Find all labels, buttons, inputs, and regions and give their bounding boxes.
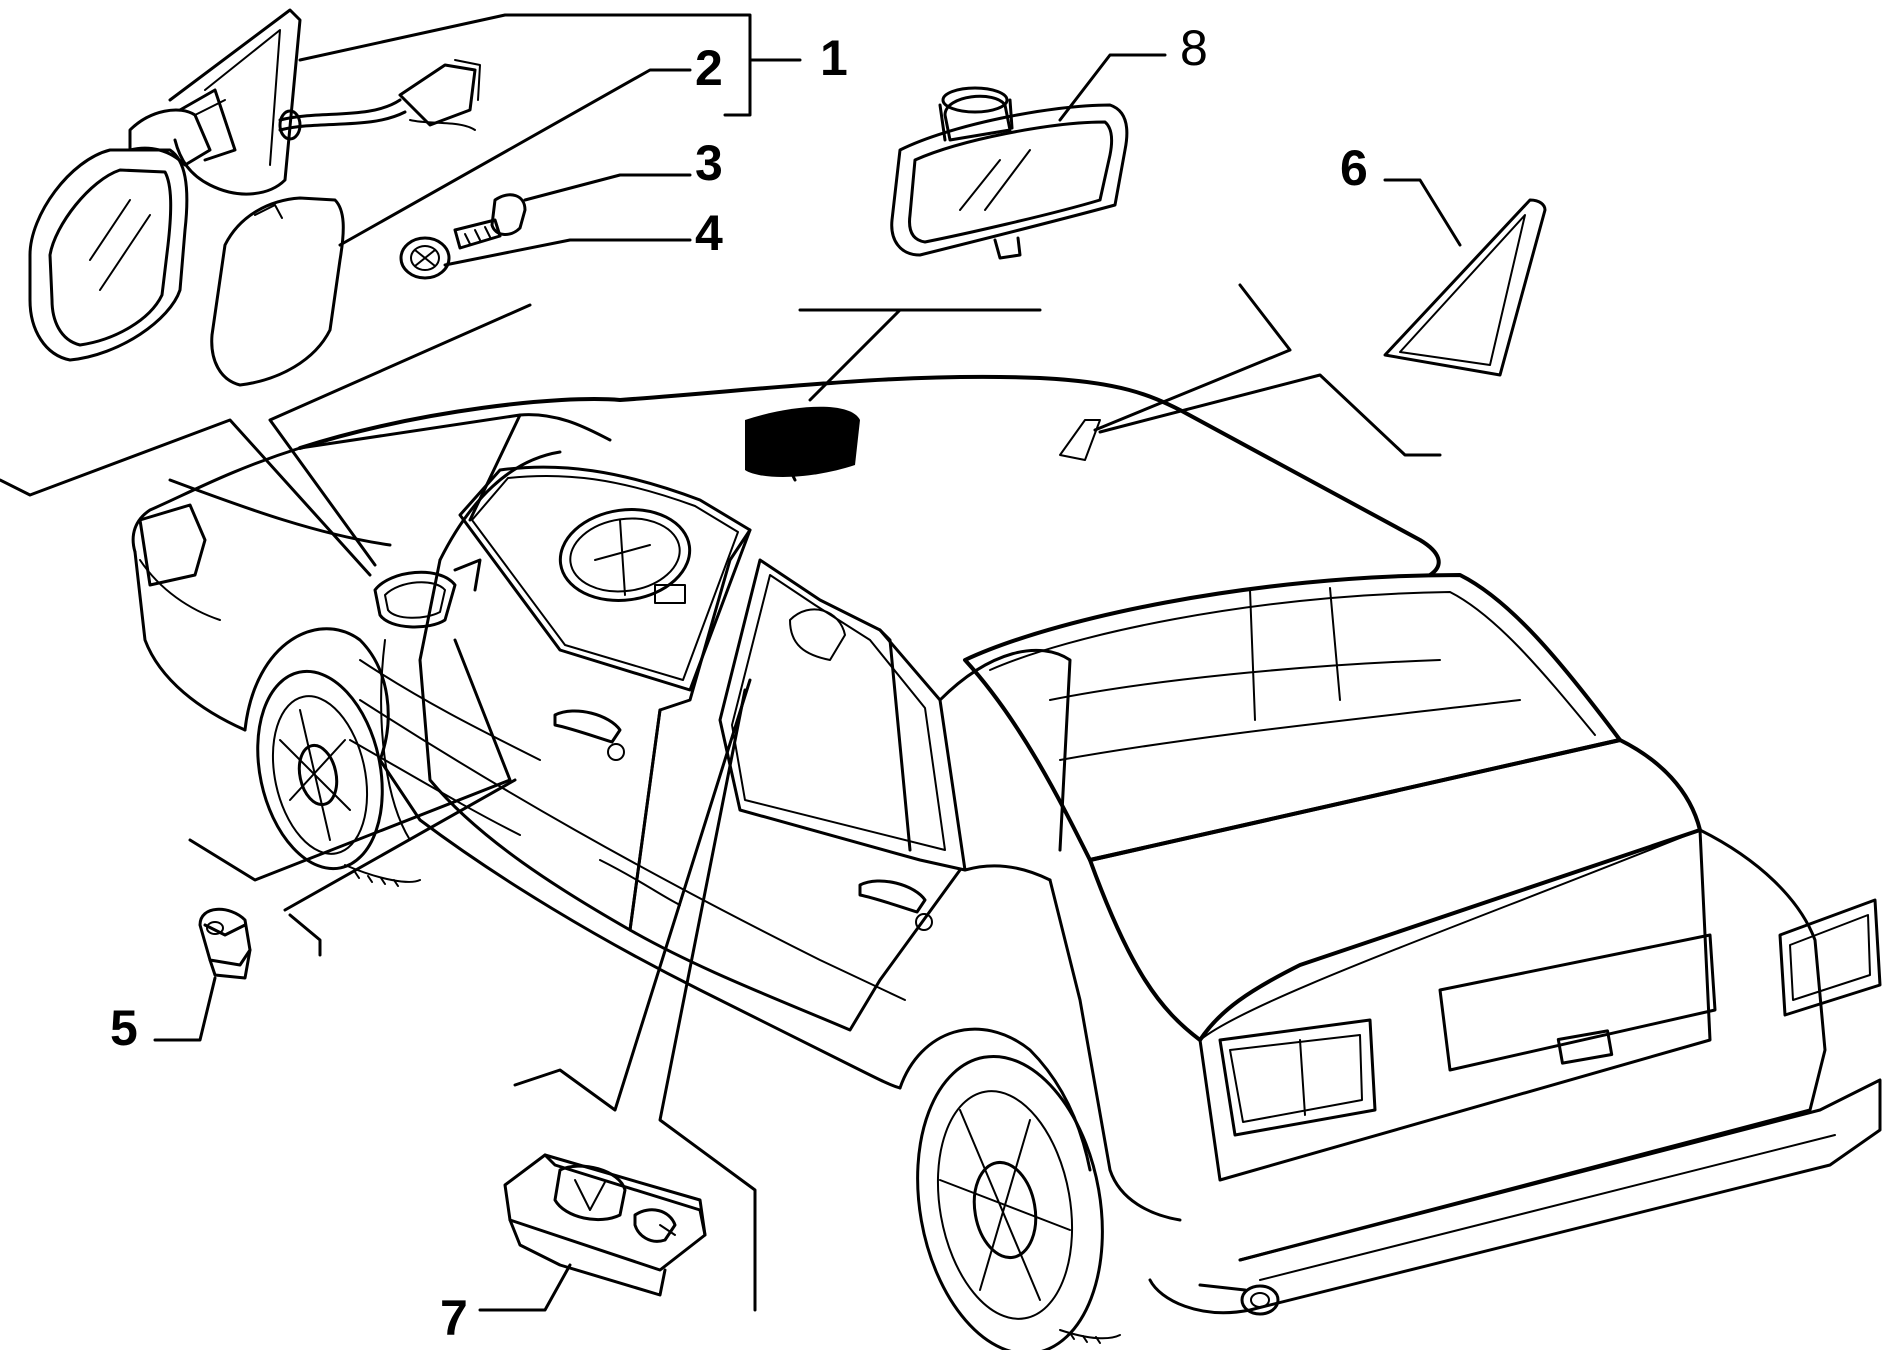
part-quarter-window-glass [1383,198,1547,377]
callout-5: 5 [110,1000,138,1056]
callout-7: 7 [440,1290,468,1346]
part-exterior-mirror-assembly [28,8,481,362]
leader-lines [0,13,1462,1312]
callout-labels: 1 2 3 4 5 6 7 8 [110,20,1368,1346]
part-washer [399,236,451,280]
part-interior-light [503,1153,707,1297]
part-interior-mirror [890,86,1129,260]
callout-4: 4 [695,205,723,261]
part-screw [453,193,527,250]
callout-6: 6 [1340,140,1368,196]
part-mirror-glass [210,196,345,387]
callout-2: 2 [695,40,723,96]
car-body [131,374,1882,1350]
callout-1: 1 [820,30,848,86]
part-clip [198,907,252,980]
callout-3: 3 [695,135,723,191]
callout-8: 8 [1180,20,1208,76]
